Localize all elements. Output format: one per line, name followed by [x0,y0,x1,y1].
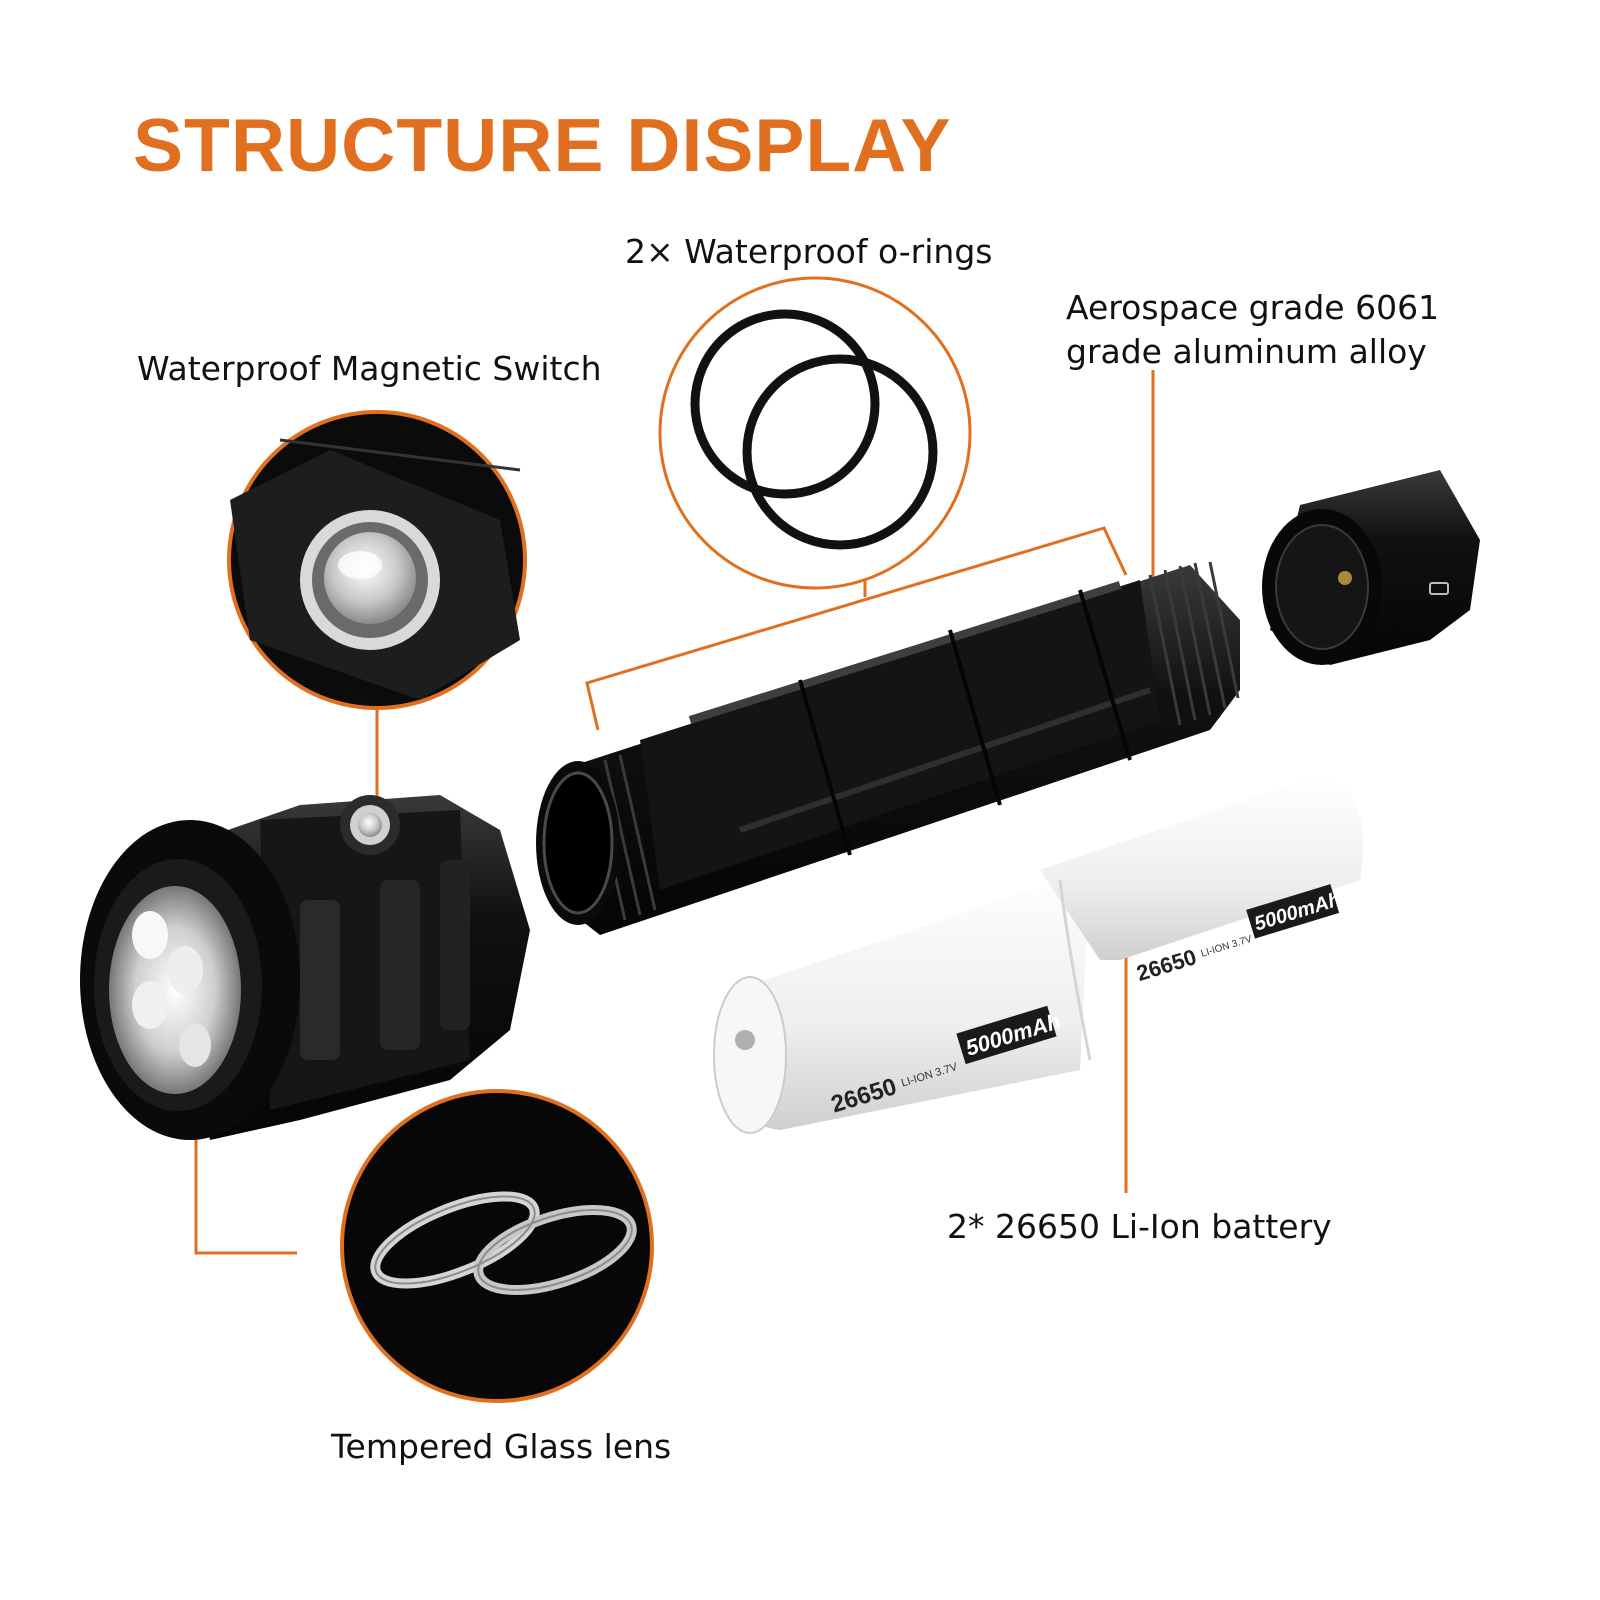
switch-label: Waterproof Magnetic Switch [137,349,602,388]
batteries: 26650 LI-ION 3.7V 5000mAh 26650 LI-ION 3… [713,775,1364,1134]
o-rings-label: 2× Waterproof o-rings [625,232,993,271]
magnetic-switch-icon [300,510,440,650]
flashlight-body [536,561,1240,935]
lens-circle [340,1089,654,1403]
tail-cap [1262,470,1480,665]
switch-circle [227,410,527,710]
glass-lens-icon [370,1191,637,1295]
lens-callout-line [194,1135,297,1255]
lens-label: Tempered Glass lens [331,1427,672,1466]
o-ring-circle [658,276,972,590]
aluminum-label-line2: grade aluminum alloy [1066,332,1427,371]
aluminum-label-line1: Aerospace grade 6061 [1066,288,1440,327]
head-switch [340,795,400,855]
battery-label: 2* 26650 Li-Ion battery [947,1207,1332,1246]
body-bracket-line [585,526,1128,731]
battery-chem-rear: LI-ION 3.7V [1200,934,1254,960]
o-ring-icon [690,309,938,550]
page-title: STRUCTURE DISPLAY [133,103,952,187]
flashlight-head [80,795,530,1140]
